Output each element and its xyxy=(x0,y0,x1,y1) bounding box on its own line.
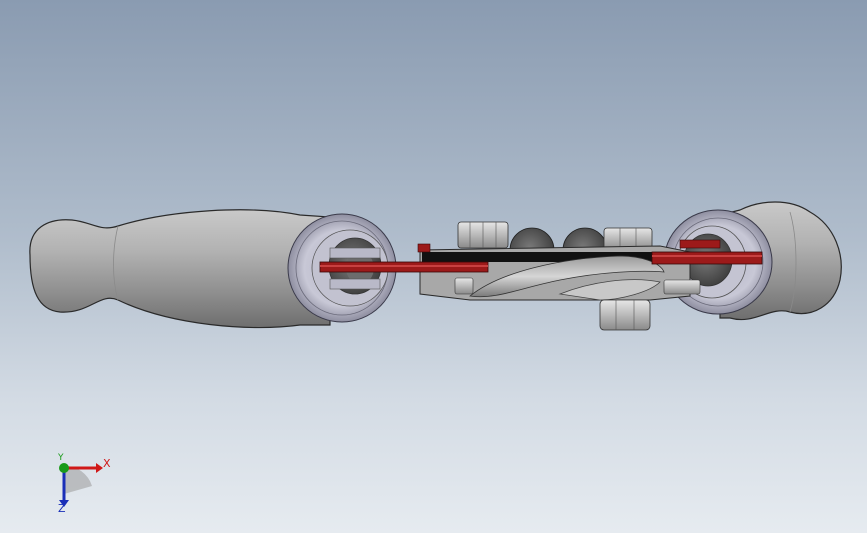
orientation-triad[interactable]: X Y Z xyxy=(40,450,120,520)
z-axis-label: Z xyxy=(58,502,66,515)
x-axis-label: X xyxy=(103,457,111,470)
y-axis-label: Y xyxy=(58,453,64,463)
center-mechanism[interactable] xyxy=(319,221,763,331)
left-handle[interactable] xyxy=(29,209,331,329)
